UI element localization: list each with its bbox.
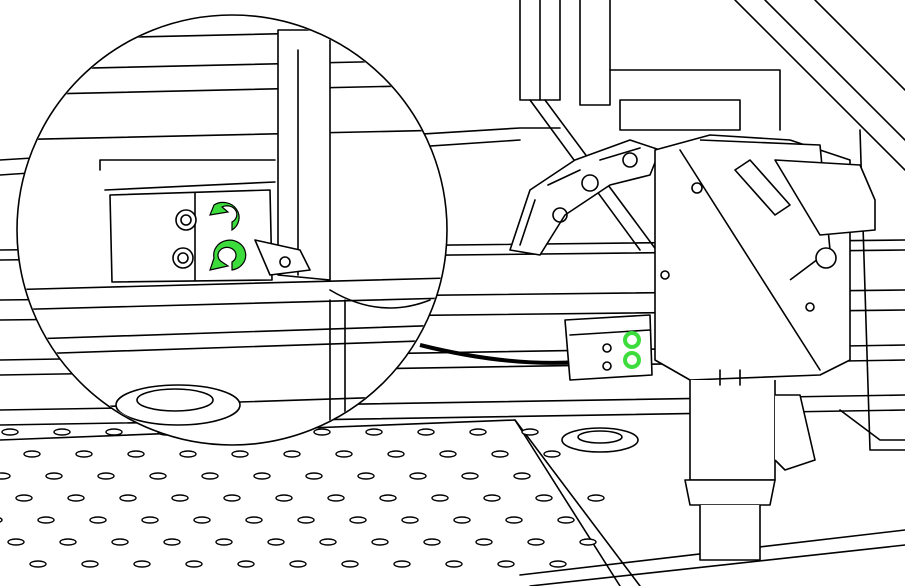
table-hole [141,516,159,524]
carriage-bracket [564,314,653,381]
table-holes [0,428,605,568]
table-hole [587,494,605,502]
table-hole [297,516,315,524]
table-ring [561,427,639,453]
cable-chain [509,139,661,256]
table-hole [505,516,523,524]
table-hole [201,472,219,480]
table-hole [275,494,293,502]
table-hole [475,538,493,546]
table-hole [237,560,255,568]
table-hole [483,494,501,502]
rotate-arrow-icon [209,201,247,271]
table-hole [349,516,367,524]
table-hole [535,494,553,502]
table-hole [543,450,561,458]
table-hole [409,472,427,480]
table-hole [111,538,129,546]
table-hole [231,450,249,458]
table-hole [319,538,337,546]
table-hole [67,494,85,502]
table-hole [335,450,353,458]
table-hole [245,516,263,524]
table-hole [557,516,575,524]
table-hole [97,472,115,480]
table-hole [327,494,345,502]
table-hole [379,494,397,502]
table-hole [439,450,457,458]
table-hole [215,538,233,546]
table-hole [417,428,435,436]
table-hole [23,450,41,458]
table-hole [163,538,181,546]
table-hole [185,560,203,568]
table-hole [423,538,441,546]
table-hole [401,516,419,524]
table-hole [357,472,375,480]
rotate-arrow-icon [623,331,641,369]
table-hole [0,517,3,523]
table-hole [461,472,479,480]
table-hole [521,428,539,436]
table-hole [133,560,151,568]
table-hole [549,560,567,568]
table-hole [491,450,509,458]
table-hole [527,538,545,546]
table-hole [0,472,11,480]
table-hole [119,494,137,502]
magnified-detail [16,14,448,446]
table-hole [513,472,531,480]
table-hole [7,538,25,546]
table-hole [365,428,383,436]
table-hole [223,494,241,502]
table-hole [81,560,99,568]
table-hole [305,472,323,480]
table-hole [431,494,449,502]
table-hole [283,450,301,458]
table-hole [59,538,77,546]
table-hole [89,516,107,524]
table-hole [149,472,167,480]
table-hole [579,538,597,546]
table-hole [179,450,197,458]
table-hole [45,472,63,480]
table-hole [37,516,55,524]
table-hole [267,538,285,546]
table-hole [15,494,33,502]
table-hole [453,516,471,524]
table-hole [387,450,405,458]
table-hole [105,428,123,436]
table-hole [469,428,487,436]
table-hole [253,472,271,480]
print-head [654,134,876,561]
table-hole [313,428,331,436]
table-hole [75,450,93,458]
table-hole [371,538,389,546]
table-hole [289,560,307,568]
table-hole [127,450,145,458]
table-hole [193,516,211,524]
table-hole [341,560,359,568]
table-hole [29,560,47,568]
table-hole [497,560,515,568]
table-hole [1,428,19,436]
table-hole [171,494,189,502]
table-hole [53,428,71,436]
table-hole [393,560,411,568]
table-hole [445,560,463,568]
